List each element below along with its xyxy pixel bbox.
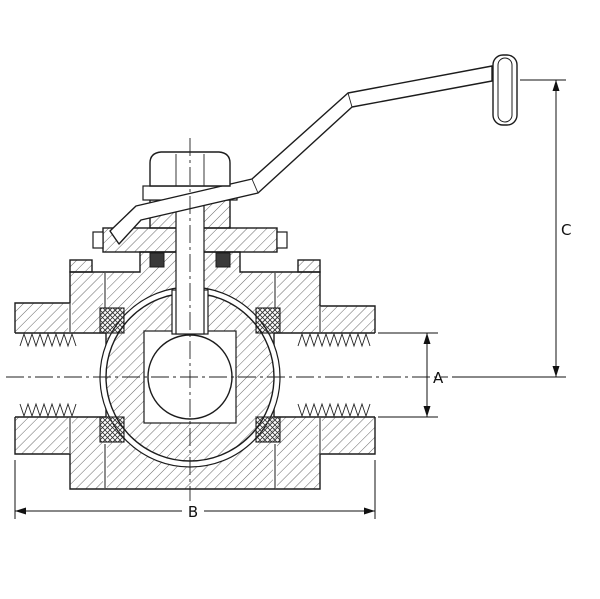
handle-bend-crease-2 (347, 92, 353, 108)
packing-seal-right (215, 252, 231, 268)
seat-top-right (255, 307, 281, 334)
dimension-c-label: C (561, 221, 571, 239)
body-ear-right (297, 259, 321, 273)
handle-grip-inner (497, 57, 513, 123)
right-port-bore (274, 333, 376, 417)
dimension-b-arrow-right (364, 507, 375, 515)
dimension-c-arrow-top (552, 80, 560, 91)
dimension-c: C (452, 79, 571, 378)
body-ear-left (69, 259, 93, 273)
seat-top-left (99, 307, 125, 334)
dimension-b-label: B (188, 503, 198, 521)
dimension-a-label: A (433, 369, 444, 387)
dimension-b: B (14, 460, 376, 521)
right-port-threads-top (297, 332, 371, 348)
dimension-b-arrow-left (15, 507, 26, 515)
dimension-a-arrow-top (423, 333, 431, 344)
dimension-a: A (378, 332, 444, 418)
dimension-b-label-backing (182, 501, 204, 520)
packing-seal-left (149, 252, 165, 268)
bonnet-tab-left (92, 231, 104, 249)
right-port-threads-bottom (297, 402, 371, 418)
handle-lever (109, 65, 493, 245)
left-port-threads-bottom (19, 402, 77, 418)
bonnet-tab-right (276, 231, 288, 249)
dimension-c-arrow-bottom (552, 366, 560, 377)
body-seams (68, 273, 322, 488)
handle-bend-crease-1 (251, 178, 259, 194)
dimension-a-arrow-bottom (423, 406, 431, 417)
left-port-threads-top (19, 332, 77, 348)
